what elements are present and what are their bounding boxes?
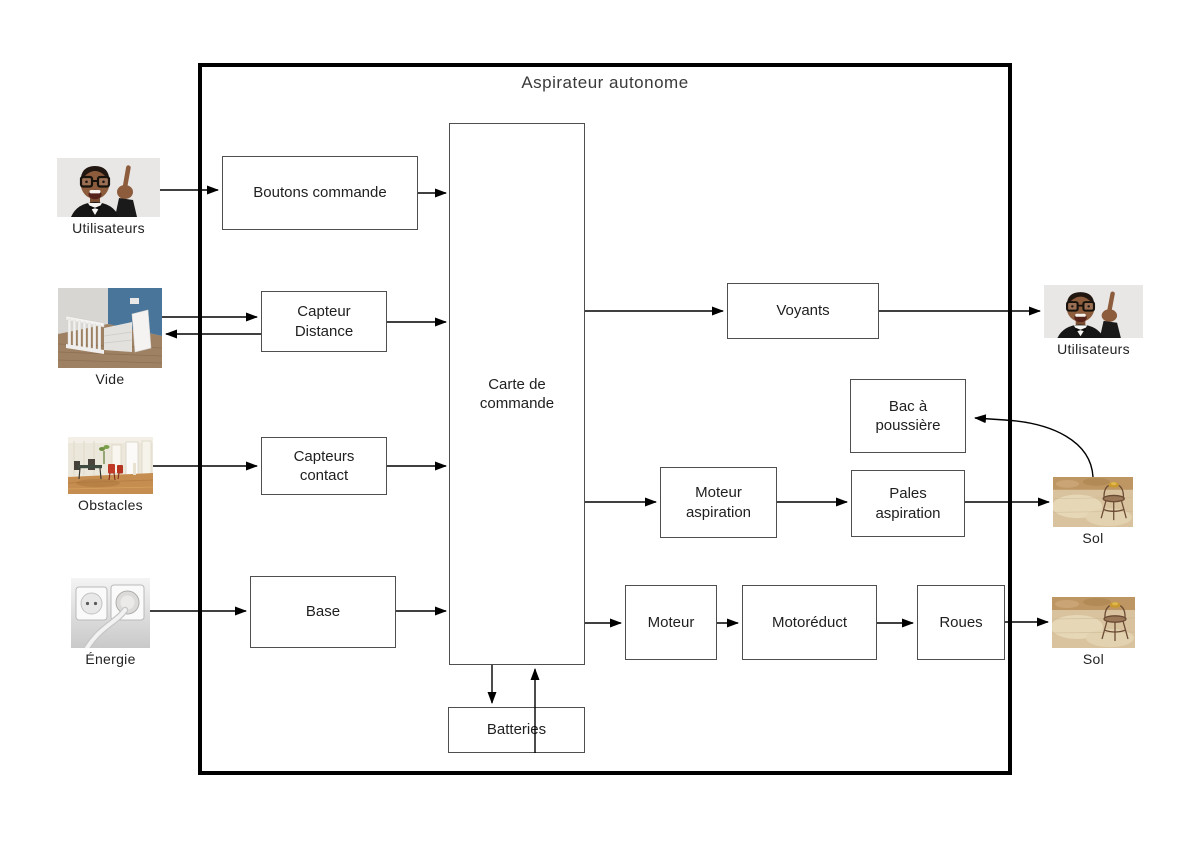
floor-photo <box>1052 597 1135 648</box>
entity-caption-energie: Énergie <box>85 651 136 667</box>
man-pointing-photo <box>1044 285 1143 338</box>
diagram-title: Aspirateur autonome <box>521 73 689 92</box>
block-voyants: Voyants <box>727 283 879 339</box>
block-capteur-distance: Capteur Distance <box>261 291 387 352</box>
entity-energie: Énergie <box>71 578 150 667</box>
entity-caption-sol-top: Sol <box>1082 530 1104 546</box>
block-roues: Roues <box>917 585 1005 660</box>
floor-photo <box>1053 477 1133 527</box>
block-batteries: Batteries <box>448 707 585 753</box>
entity-vide: Vide <box>58 288 162 387</box>
entity-sol-bottom: Sol <box>1052 597 1135 667</box>
block-base: Base <box>250 576 396 648</box>
block-capteurs-contact: Capteurs contact <box>261 437 387 495</box>
living-room-photo <box>68 437 153 494</box>
block-bac-a-poussiere: Bac à poussière <box>850 379 966 453</box>
power-outlet-photo <box>71 578 150 648</box>
block-moteur: Moteur <box>625 585 717 660</box>
staircase-photo <box>58 288 162 368</box>
entity-obstacles: Obstacles <box>68 437 153 513</box>
entity-caption-obstacles: Obstacles <box>78 497 143 513</box>
block-motoreduct: Motoréduct <box>742 585 877 660</box>
entity-caption-sol-bottom: Sol <box>1082 651 1105 667</box>
entity-caption-vide: Vide <box>95 371 125 387</box>
block-carte-de-commande: Carte de commande <box>449 123 585 665</box>
entity-caption-utilisateurs-left: Utilisateurs <box>72 220 145 236</box>
entity-utilisateurs-right: Utilisateurs <box>1044 285 1143 357</box>
entity-utilisateurs-left: Utilisateurs <box>57 158 160 236</box>
block-pales-aspiration: Pales aspiration <box>851 470 965 537</box>
man-pointing-photo <box>57 158 160 217</box>
entity-caption-utilisateurs-right: Utilisateurs <box>1057 341 1130 357</box>
entity-sol-top: Sol <box>1053 477 1133 546</box>
block-moteur-aspiration: Moteur aspiration <box>660 467 777 538</box>
block-boutons-commande: Boutons commande <box>222 156 418 230</box>
